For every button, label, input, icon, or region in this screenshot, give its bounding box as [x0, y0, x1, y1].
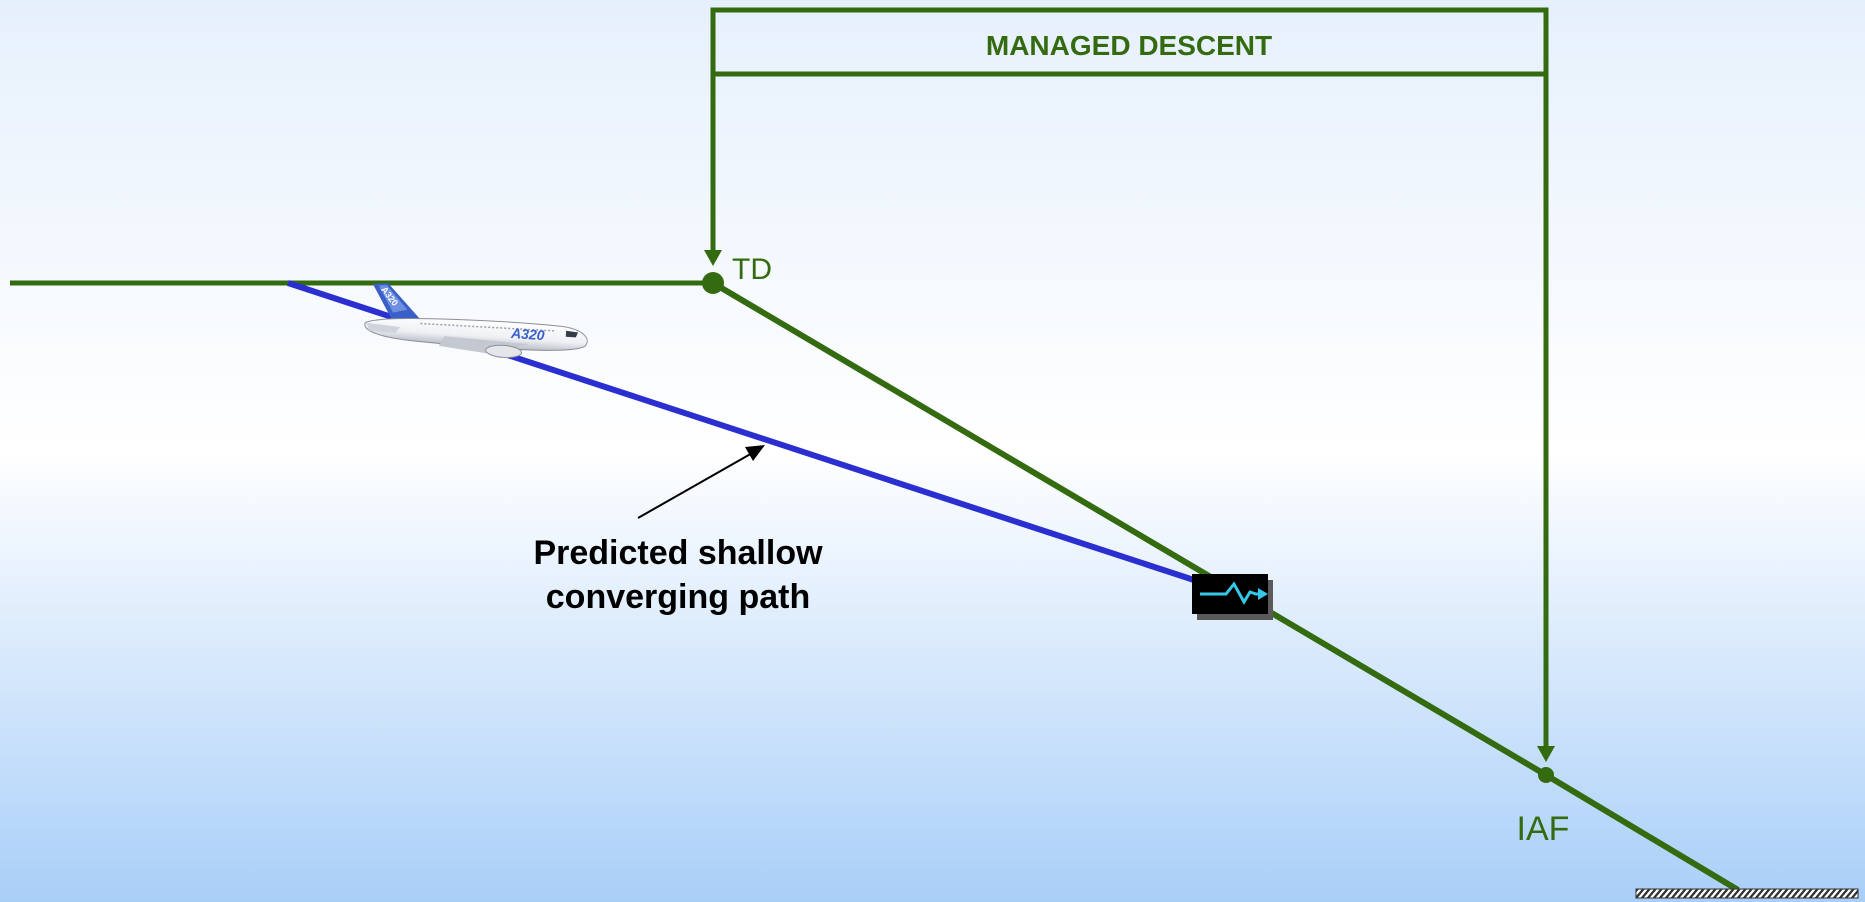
- predicted-path-label-line2: converging path: [546, 578, 810, 616]
- managed-descent-bracket: [710, 7, 1549, 748]
- td-point: [702, 272, 724, 294]
- annotation-arrowhead: [745, 445, 765, 461]
- iaf-label: IAF: [1517, 810, 1570, 848]
- aircraft-label: A320: [510, 325, 546, 343]
- predicted-path-label-line1: Predicted shallow: [533, 534, 823, 572]
- td-label: TD: [732, 253, 772, 286]
- a320-aircraft-icon: A320 A320: [364, 283, 588, 359]
- annotation-arrow-line: [637, 451, 755, 519]
- iaf-point: [1538, 767, 1554, 783]
- managed-descent-box: [710, 7, 1549, 77]
- managed-descent-label: MANAGED DESCENT: [986, 30, 1272, 61]
- path-intercept-symbol-icon: [1192, 574, 1273, 620]
- ground-hatch-icon: [1635, 888, 1859, 899]
- iaf-arrowhead: [1537, 746, 1555, 762]
- td-arrowhead: [704, 250, 722, 266]
